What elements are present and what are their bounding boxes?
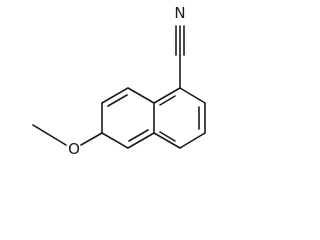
bond-c1-c2 xyxy=(179,87,206,104)
bond-o-ch3 xyxy=(32,124,67,146)
chemical-structure: N O xyxy=(32,4,206,158)
structure-canvas: N O xyxy=(32,4,206,158)
bond-c4-c4a xyxy=(153,132,181,149)
bond-double-c8-c7 xyxy=(107,94,128,107)
oxygen-atom-label: O xyxy=(68,140,80,158)
nitrogen-atom-label: N xyxy=(174,4,185,22)
bond-double-c5-c4a xyxy=(128,129,149,142)
bond-c6-c5 xyxy=(101,132,129,149)
bond-c5-c4a xyxy=(127,132,155,149)
bond-c3-c4 xyxy=(179,132,206,149)
bond-double-c4-c4a xyxy=(159,131,176,142)
bond-double-c8a-c1 xyxy=(159,95,176,106)
bond-c1-c8a xyxy=(153,87,181,104)
bond-c6-o xyxy=(80,132,103,146)
bond-c8a-c8 xyxy=(127,87,155,104)
bond-c8-c7 xyxy=(101,87,129,104)
